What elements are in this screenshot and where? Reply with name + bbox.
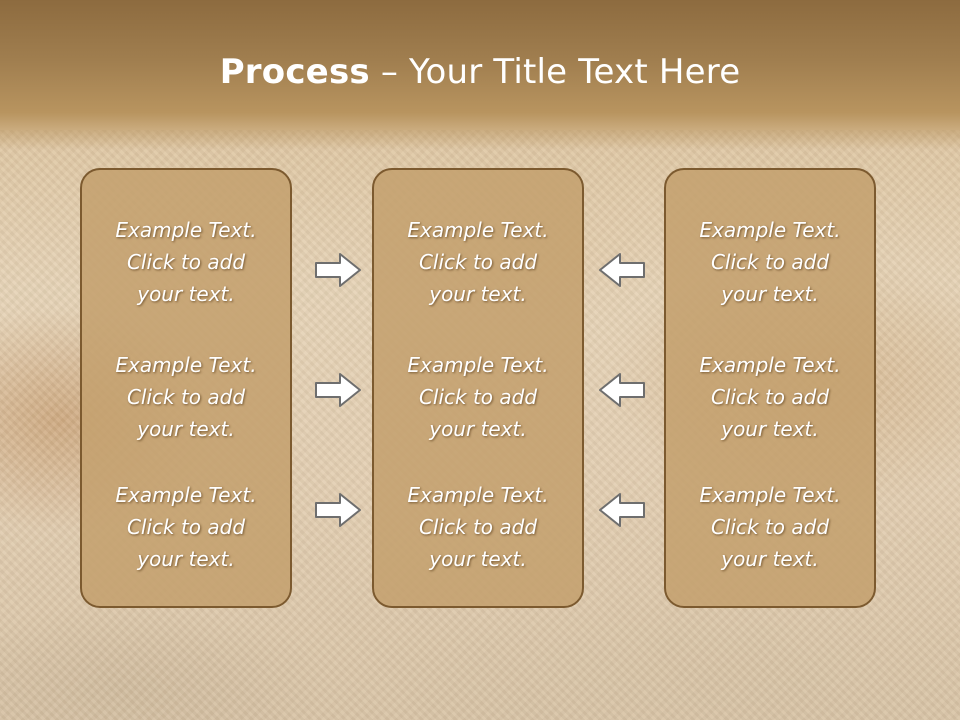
- text-placeholder[interactable]: Example Text. Click to add your text.: [699, 218, 841, 306]
- text-placeholder[interactable]: Example Text. Click to add your text.: [407, 353, 549, 441]
- arrow-right-icon: [315, 373, 361, 407]
- text-placeholder[interactable]: Example Text. Click to add your text.: [407, 218, 549, 306]
- text-placeholder[interactable]: Example Text. Click to add your text.: [115, 218, 257, 306]
- text-placeholder[interactable]: Example Text. Click to add your text.: [407, 483, 549, 571]
- slide-title-bold: Process: [219, 52, 370, 92]
- text-placeholder[interactable]: Example Text. Click to add your text.: [115, 483, 257, 571]
- right-column-panel[interactable]: Example Text. Click to add your text. Ex…: [664, 168, 876, 608]
- text-placeholder[interactable]: Example Text. Click to add your text.: [115, 353, 257, 441]
- slide-title-rest: – Your Title Text Here: [369, 52, 741, 92]
- center-column-panel[interactable]: Example Text. Click to add your text. Ex…: [372, 168, 584, 608]
- left-column-panel[interactable]: Example Text. Click to add your text. Ex…: [80, 168, 292, 608]
- slide-title[interactable]: Process – Your Title Text Here: [0, 52, 960, 92]
- arrow-left-icon: [599, 373, 645, 407]
- arrow-right-icon: [315, 493, 361, 527]
- arrow-left-icon: [599, 493, 645, 527]
- arrow-left-icon: [599, 253, 645, 287]
- title-banner: [0, 0, 960, 150]
- text-placeholder[interactable]: Example Text. Click to add your text.: [699, 483, 841, 571]
- text-placeholder[interactable]: Example Text. Click to add your text.: [699, 353, 841, 441]
- arrow-right-icon: [315, 253, 361, 287]
